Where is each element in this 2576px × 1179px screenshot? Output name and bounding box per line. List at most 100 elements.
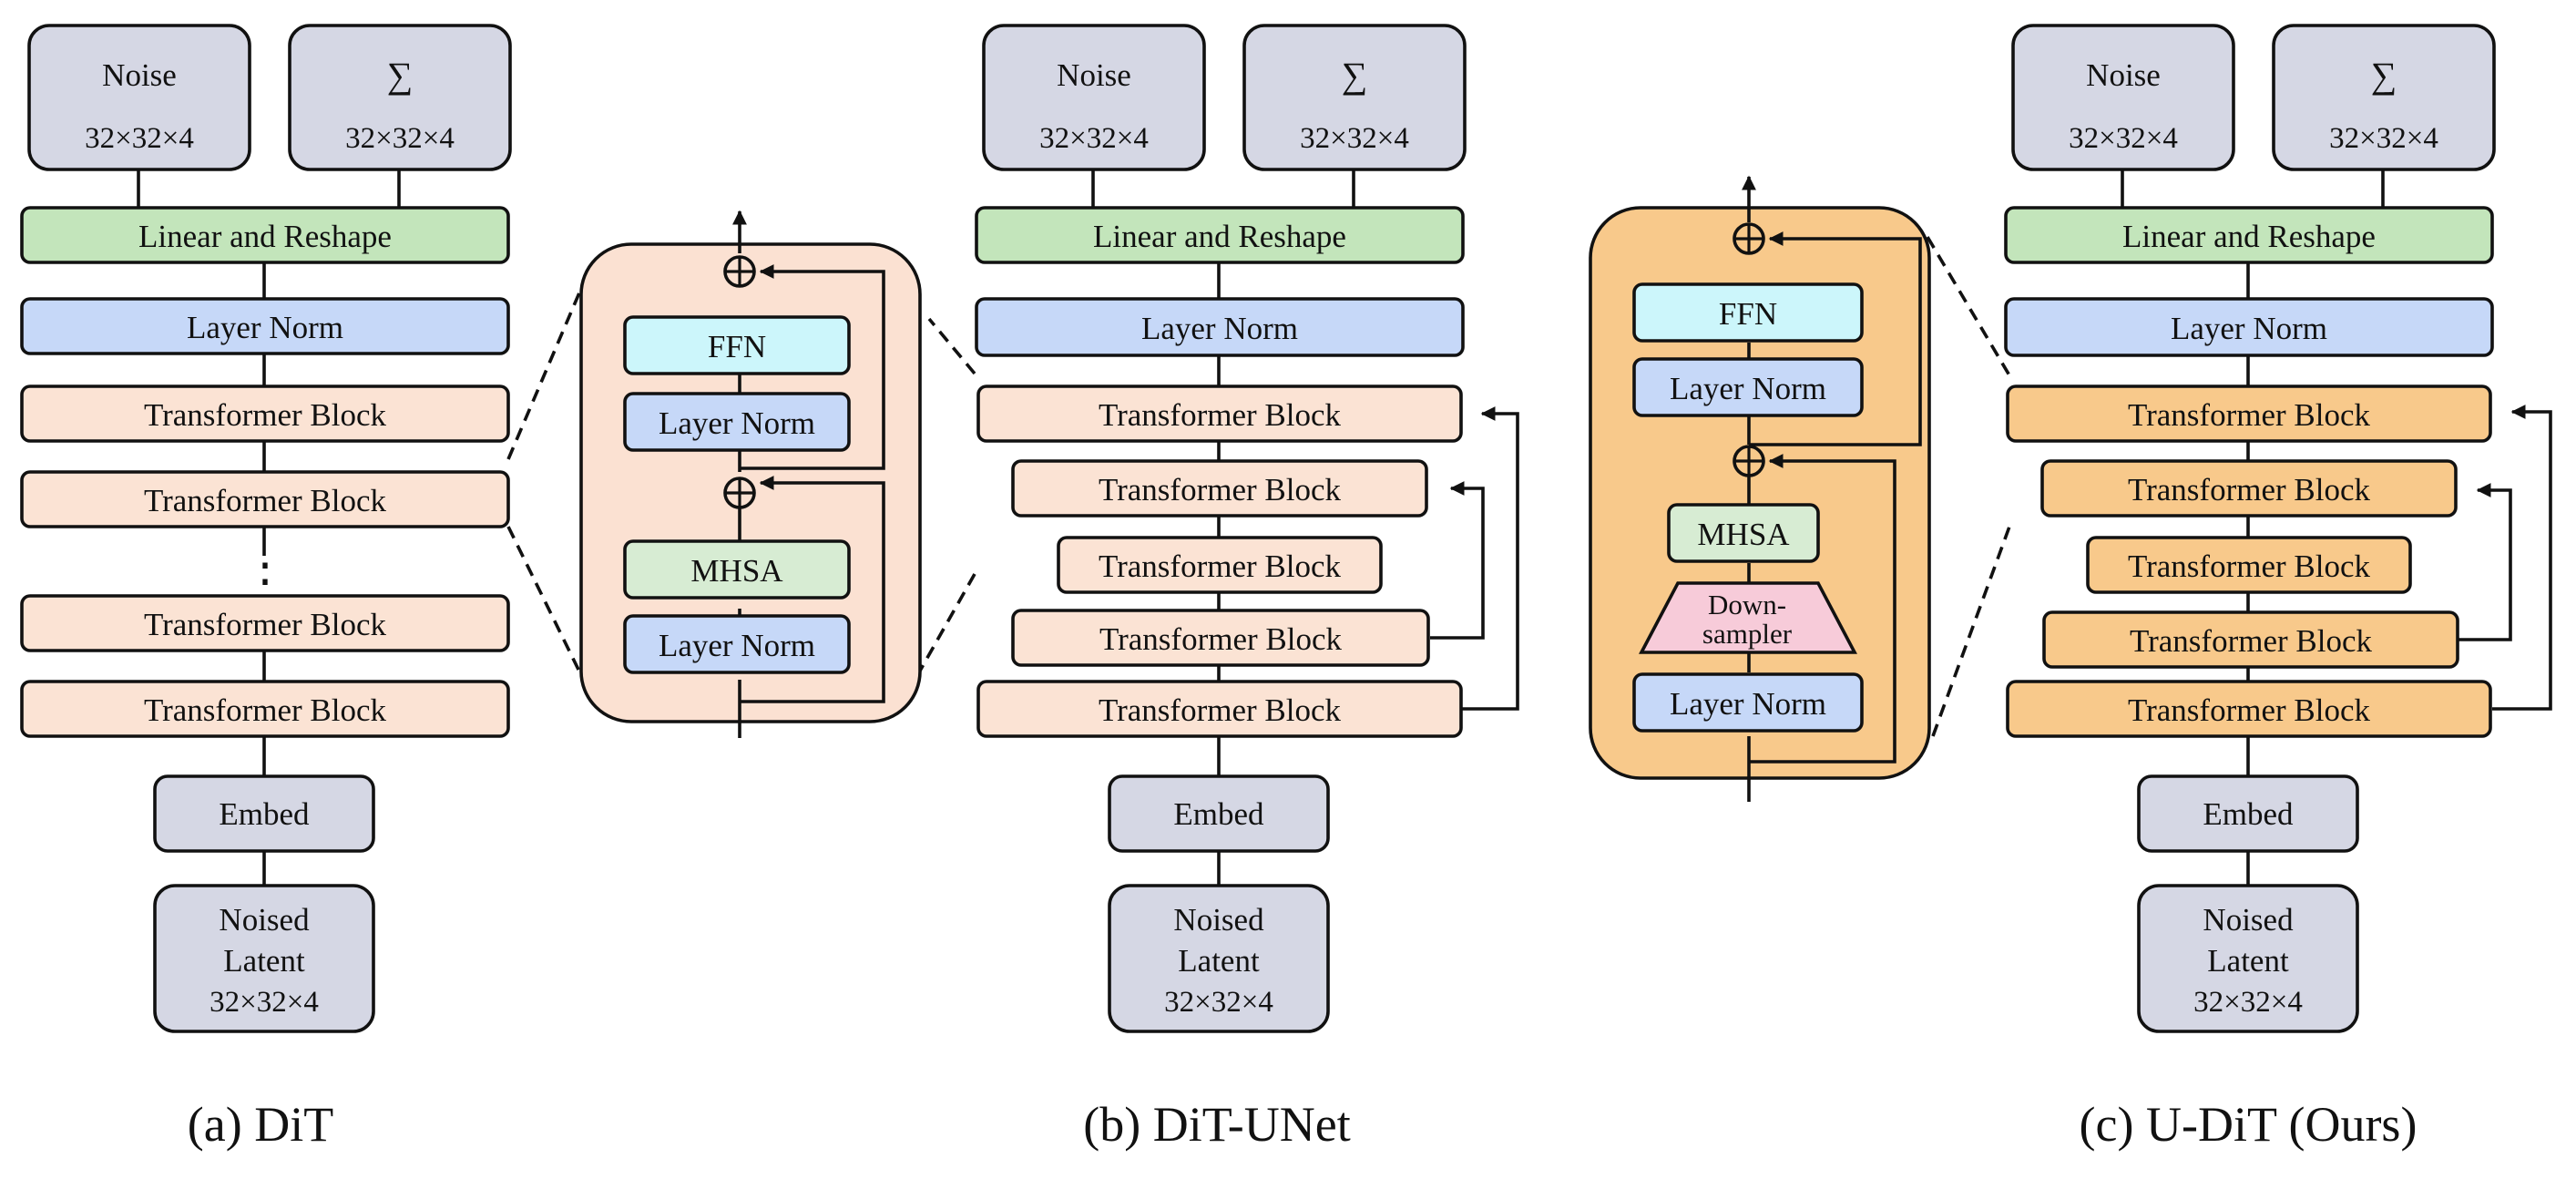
ffn-box	[623, 315, 851, 375]
noised-latent-box	[2137, 884, 2359, 1033]
sigma-dimensions: 32×32×4	[1300, 122, 1409, 155]
sigma-box	[2272, 24, 2496, 171]
panel-dit: Noise 32×32×4 ∑ 32×32×4 Linear and Resha…	[20, 24, 512, 1152]
transformer-block-box	[2040, 459, 2458, 518]
embed-box	[1108, 774, 1330, 853]
downsampler-label: sampler	[1702, 618, 1793, 650]
mhsa-label: MHSA	[1697, 517, 1790, 552]
transformer-block-label: Transformer Block	[144, 607, 387, 642]
transformer-block-label: Transformer Block	[144, 483, 387, 518]
layer-norm-label: Layer Norm	[659, 405, 815, 441]
residual-arrow	[740, 264, 885, 470]
sigma-dimensions: 32×32×4	[2329, 122, 2438, 155]
embed-label: Embed	[2203, 796, 2294, 832]
transformer-block-box	[1011, 609, 1430, 667]
transformer-block-label: Transformer Block	[1099, 397, 1342, 433]
mhsa-box	[1667, 503, 1820, 563]
layer-norm-box	[20, 297, 510, 355]
zoom-dashed-line	[506, 526, 585, 680]
embed-box	[2137, 774, 2359, 853]
linear-reshape-label: Linear and Reshape	[1093, 219, 1346, 254]
mhsa-box	[623, 539, 851, 600]
layer-norm-box	[975, 297, 1465, 357]
noise-dimensions: 32×32×4	[85, 122, 194, 155]
layer-norm-label: Layer Norm	[1141, 311, 1298, 346]
noised-latent-dimensions: 32×32×4	[2193, 986, 2303, 1019]
downsampler-shape	[1639, 581, 1857, 654]
panel-dit-unet: Noise 32×32×4 ∑ 32×32×4 Linear and Resha…	[975, 24, 1519, 1152]
linear-reshape-label: Linear and Reshape	[138, 219, 392, 254]
transformer-block-box	[20, 594, 510, 652]
residual-arrow	[1749, 231, 1922, 446]
transformer-block-box	[976, 680, 1463, 738]
transformer-block-box	[20, 470, 510, 528]
embed-label: Embed	[1173, 796, 1264, 832]
layer-norm-box	[1632, 357, 1864, 417]
linear-reshape-box	[975, 206, 1465, 264]
mhsa-label: MHSA	[690, 553, 783, 589]
sigma-label: ∑	[1342, 55, 1368, 96]
transformer-block-box	[2086, 536, 2412, 594]
layer-norm-label: Layer Norm	[187, 310, 343, 345]
skip-connection-arrow	[1461, 406, 1519, 711]
layer-norm-box	[1632, 672, 1864, 733]
zoom-dashed-line	[1926, 236, 2011, 376]
zoom-udit-block: FFN Layer Norm MHSA Down- sampler Layer …	[1589, 175, 2011, 802]
transformer-block-label: Transformer Block	[144, 692, 387, 728]
ffn-label: FFN	[1719, 296, 1777, 332]
sigma-box	[288, 24, 512, 171]
noise-dimensions: 32×32×4	[1039, 122, 1149, 155]
linear-reshape-box	[20, 206, 510, 264]
layer-norm-box	[623, 392, 851, 452]
noised-latent-dimensions: 32×32×4	[1164, 986, 1273, 1019]
zoom-dashed-line	[1931, 526, 2011, 737]
noise-box	[2011, 24, 2235, 171]
transformer-block-box	[2006, 384, 2492, 443]
noised-latent-box	[153, 884, 375, 1033]
transformer-block-box	[1011, 459, 1428, 518]
noised-latent-label: Latent	[223, 943, 305, 979]
noised-latent-dimensions: 32×32×4	[210, 986, 319, 1019]
panel-u-dit: Noise 32×32×4 ∑ 32×32×4 Linear and Resha…	[2004, 24, 2552, 1152]
transformer-block-box	[976, 384, 1463, 443]
downsampler-label: Down-	[1708, 589, 1786, 620]
skip-connection-arrow	[2458, 483, 2512, 641]
layer-norm-label: Layer Norm	[659, 628, 815, 663]
zoom-dashed-line	[914, 573, 976, 680]
caption-u-dit: (c) U-DiT (Ours)	[2080, 1097, 2418, 1152]
zoom-dashed-line	[927, 317, 976, 375]
ffn-box	[1632, 282, 1864, 343]
transformer-block-label: Transformer Block	[1099, 548, 1342, 584]
transformer-block-box	[2042, 610, 2459, 669]
transformer-block-box	[20, 384, 510, 443]
noise-label: Noise	[2086, 57, 2161, 93]
ffn-label: FFN	[708, 329, 766, 364]
noised-latent-label: Latent	[2207, 943, 2289, 979]
transformer-block-label: Transformer Block	[1099, 472, 1342, 507]
noised-latent-label: Latent	[1178, 943, 1260, 979]
layer-norm-box	[623, 614, 851, 674]
transformer-block-label: Transformer Block	[144, 397, 387, 433]
transformer-block-label: Transformer Block	[2128, 692, 2371, 728]
embed-label: Embed	[219, 796, 310, 832]
transformer-block-label: Transformer Block	[2130, 623, 2373, 659]
transformer-block-label: Transformer Block	[2128, 472, 2371, 507]
transformer-block-box	[20, 680, 510, 738]
caption-dit-unet: (b) DiT-UNet	[1083, 1097, 1350, 1152]
transformer-block-label: Transformer Block	[2128, 397, 2371, 433]
noised-latent-label: Noised	[2203, 902, 2294, 938]
transformer-block-label: Transformer Block	[2128, 548, 2371, 584]
noised-latent-box	[1108, 884, 1330, 1033]
noise-label: Noise	[102, 57, 177, 93]
residual-arrow	[740, 476, 885, 703]
noised-latent-label: Noised	[1173, 902, 1264, 938]
sigma-label: ∑	[387, 55, 414, 96]
skip-connection-arrow	[1430, 481, 1485, 640]
transformer-block-label: Transformer Block	[1099, 621, 1343, 657]
transformer-block-label: Transformer Block	[1099, 692, 1342, 728]
embed-box	[153, 774, 375, 853]
sigma-dimensions: 32×32×4	[345, 122, 455, 155]
linear-reshape-box	[2004, 206, 2494, 264]
transformer-block-box	[1057, 536, 1383, 594]
noise-dimensions: 32×32×4	[2069, 122, 2178, 155]
